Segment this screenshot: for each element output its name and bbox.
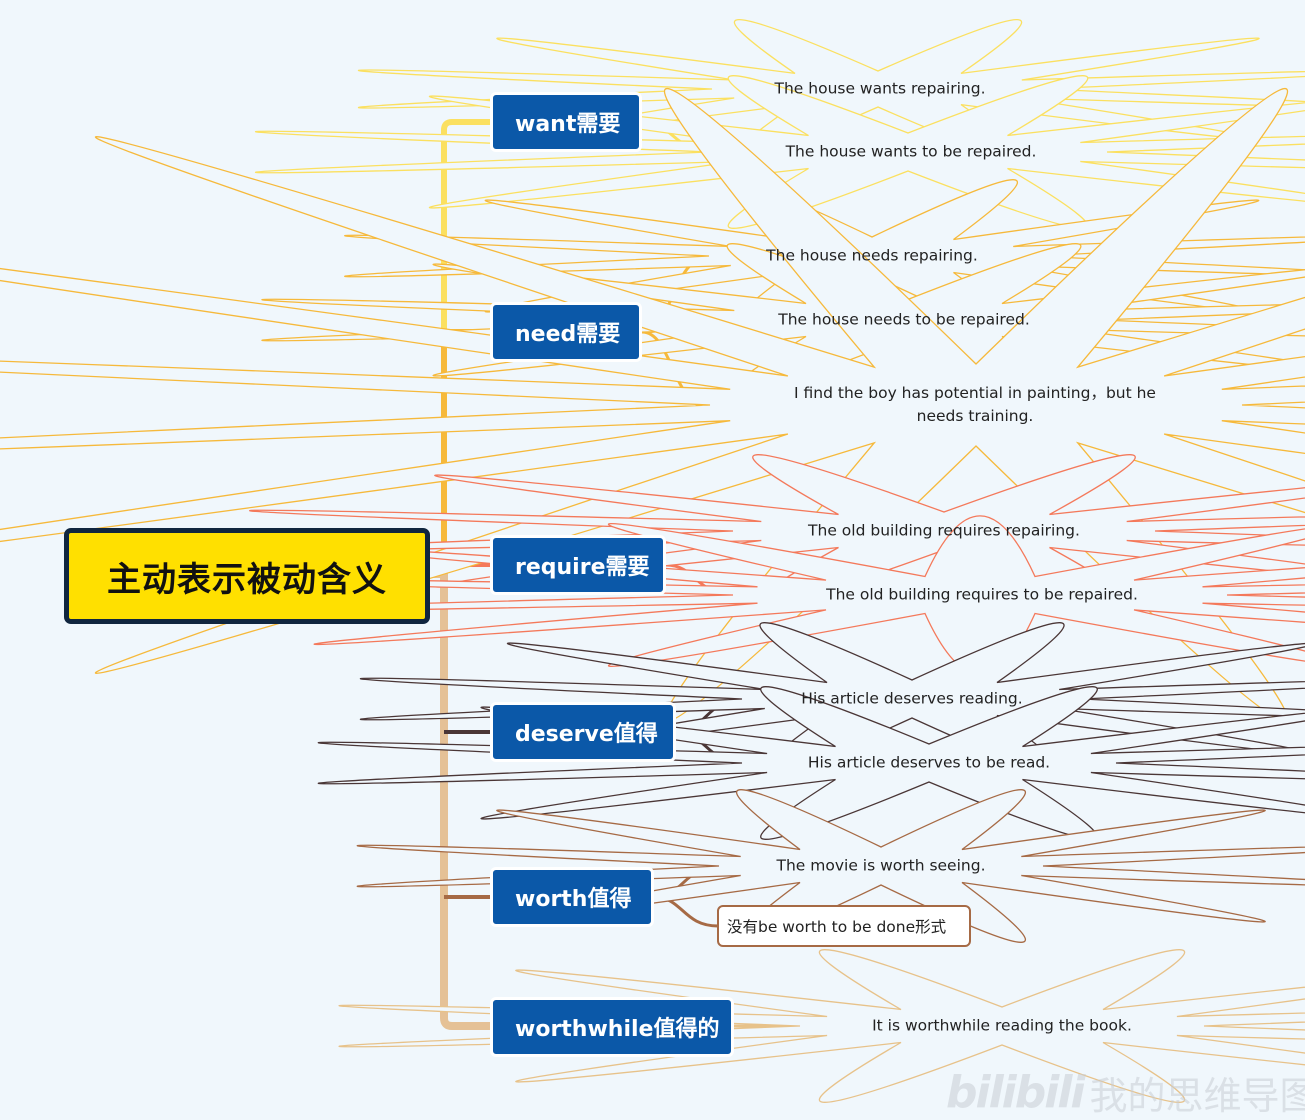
example-require-2[interactable]: The old building requires to be repaired… (826, 585, 1138, 604)
trunk-line (430, 570, 492, 1030)
watermark: bilibili 我的思维导图 (946, 1064, 1305, 1120)
example-deserve-1[interactable]: His article deserves reading. (801, 689, 1023, 708)
example-worthwhile-1[interactable]: It is worthwhile reading the book. (872, 1016, 1132, 1035)
branch-node-deserve[interactable]: deserve值得 (490, 702, 676, 762)
watermark-text: 我的思维导图 (1089, 1073, 1305, 1118)
branch-node-worth[interactable]: worth值得 (490, 867, 654, 927)
cloud-need-3 (0, 88, 1305, 722)
branch-node-need[interactable]: need需要 (490, 302, 642, 362)
branch-node-want[interactable]: want需要 (490, 92, 642, 152)
example-deserve-2[interactable]: His article deserves to be read. (807, 753, 1051, 772)
branch-node-require[interactable]: require需要 (490, 535, 666, 595)
cloud-worthwhile-1 (338, 949, 1305, 1103)
branch-node-worthwhile[interactable]: worthwhile值得的 (490, 997, 734, 1057)
example-worth-1[interactable]: The movie is worth seeing. (776, 856, 986, 875)
note-worth-no-passive-form[interactable]: 没有be worth to be done形式 (717, 905, 971, 947)
connector-want (441, 119, 492, 340)
example-need-2[interactable]: The house needs to be repaired. (778, 310, 1030, 329)
example-require-1[interactable]: The old building requires repairing. (808, 521, 1080, 540)
example-want-1[interactable]: The house wants repairing. (774, 79, 986, 98)
root-node[interactable]: 主动表示被动含义 (64, 528, 430, 624)
example-need-1[interactable]: The house needs repairing. (766, 246, 978, 265)
example-need-3[interactable]: I find the boy has potential in painting… (794, 384, 1156, 425)
bilibili-logo: bilibili (946, 1066, 1085, 1118)
example-want-2[interactable]: The house wants to be repaired. (785, 142, 1037, 161)
